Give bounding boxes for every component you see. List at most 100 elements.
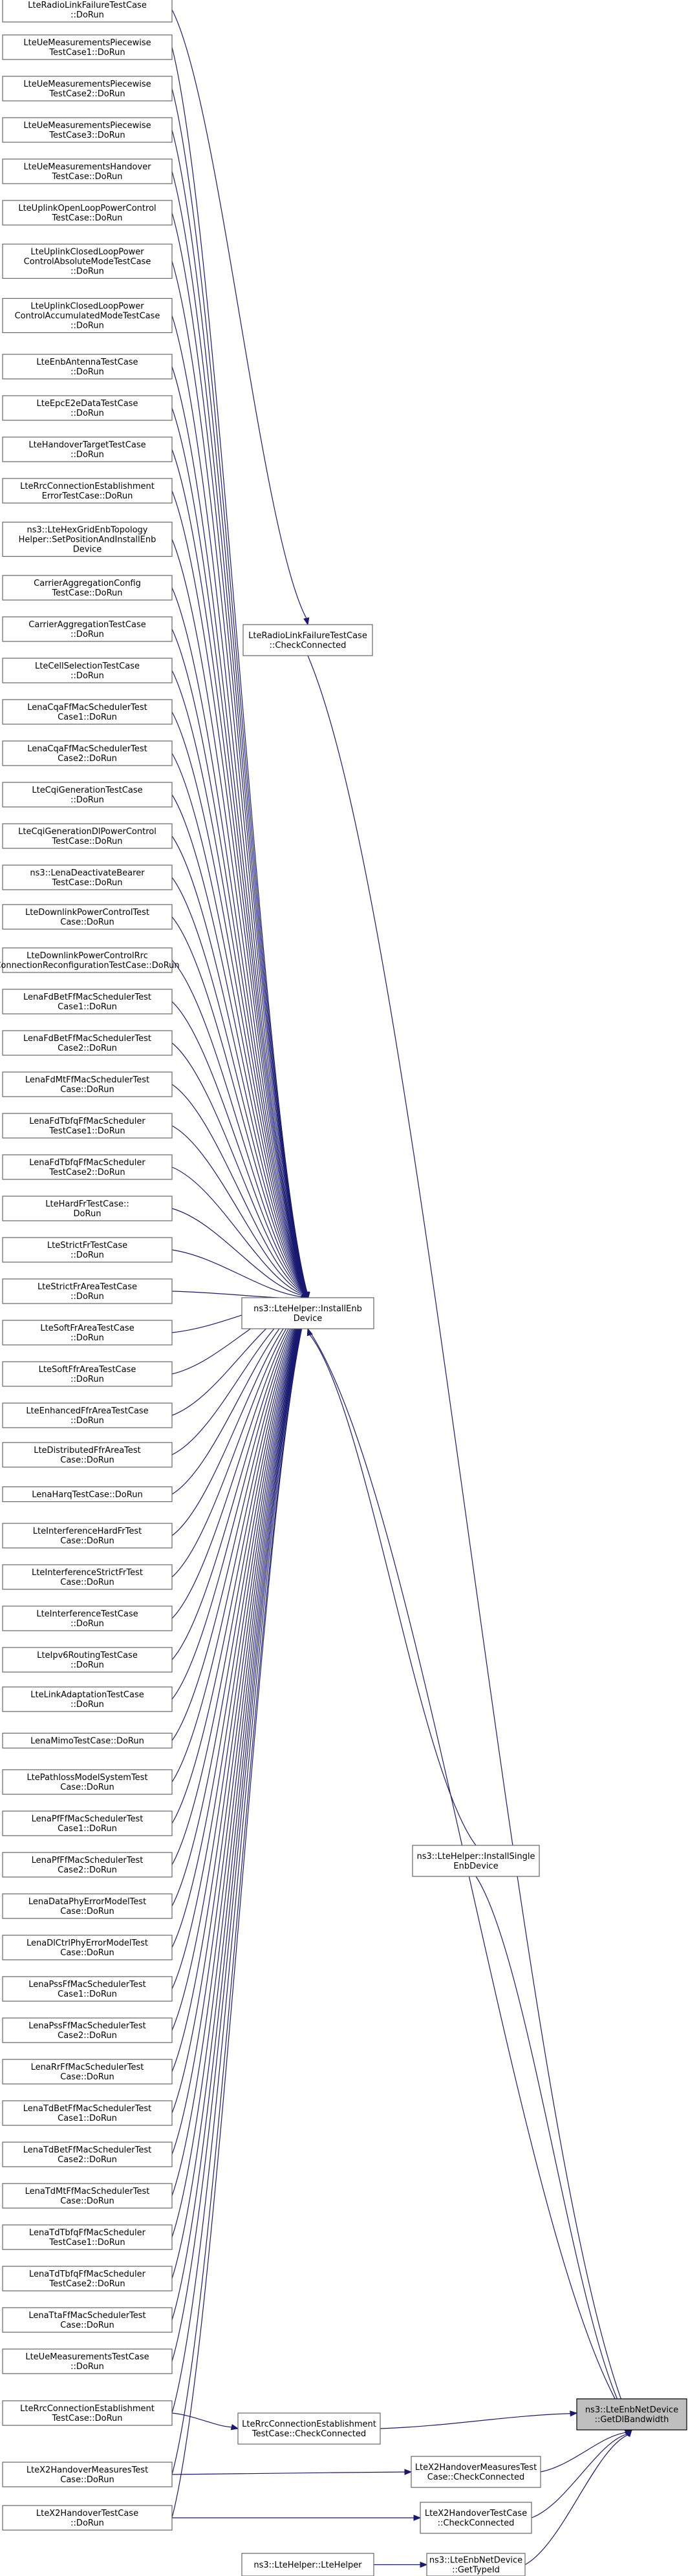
graph-node-ltecellselectiontestcase-dorun[interactable]: LteCellSelectionTestCase::DoRun — [2, 658, 173, 683]
graph-node-lteradiolinkfailuretestcase-dorun[interactable]: LteRadioLinkFailureTestCase::DoRun — [2, 0, 173, 23]
graph-node-ns3-lteenbnetdevice-gettypeid[interactable]: ns3::LteEnbNetDevice::GetTypeId — [426, 2553, 526, 2576]
graph-node-lteuplinkopenlooppowercontrol-testcase-dorun[interactable]: LteUplinkOpenLoopPowerControlTestCase::D… — [2, 200, 173, 226]
graph-node-lterrcconnectionestablishment-testcase-dorun[interactable]: LteRrcConnectionEstablishmentTestCase::D… — [2, 2400, 173, 2426]
graph-node-lterrcconnectionestablishment-testcase-checkconnected[interactable]: LteRrcConnectionEstablishmentTestCase::C… — [237, 2412, 381, 2445]
edge-line — [309, 1335, 477, 1846]
graph-node-ltestrictfrtestcase-dorun[interactable]: LteStrictFrTestCase::DoRun — [2, 1237, 173, 1263]
edge-line — [171, 628, 307, 1293]
node-box — [2, 1732, 173, 1749]
node-label-line: LenaDlCtrlPhyErrorModelTest — [27, 1938, 148, 1948]
graph-node-carrieraggregationtestcase-dorun[interactable]: CarrierAggregationTestCase::DoRun — [2, 616, 173, 642]
graph-node-ltehardfrtestcase-dorun[interactable]: LteHardFrTestCase::DoRun — [2, 1196, 173, 1221]
graph-node-lteenbantennatestcase-dorun[interactable]: LteEnbAntennaTestCase::DoRun — [2, 354, 173, 380]
edge-line — [171, 1305, 307, 1824]
arrowhead — [230, 2423, 239, 2431]
graph-node-ltelinkadaptationtestcase-dorun[interactable]: LteLinkAdaptationTestCase::DoRun — [2, 1686, 173, 1712]
node-label-line: LteUeMeasurementsPiecewise — [23, 80, 151, 89]
node-label-line: TestCase::DoRun — [51, 2414, 122, 2423]
edge-line — [171, 1249, 302, 1298]
node-label-line: LteStrictFrAreaTestCase — [38, 1282, 137, 1292]
graph-node-lteuemeasurementspiecewise-testcase1-dorun[interactable]: LteUeMeasurementsPiecewiseTestCase1::DoR… — [2, 34, 173, 60]
node-label-line: LteX2HandoverTestCase — [425, 2509, 527, 2518]
node-label-line: LteRrcConnectionEstablishment — [242, 2420, 376, 2429]
node-label-line: Case2::DoRun — [58, 1044, 117, 1053]
graph-node-lterrcconnectionestablishment-errortestcase-dorun[interactable]: LteRrcConnectionEstablishmentErrorTestCa… — [2, 478, 173, 504]
edge-c59-x2mCheck — [171, 2469, 413, 2475]
node-label-line: LenaFdBetFfMacSchedulerTest — [23, 993, 151, 1002]
node-box — [2, 2348, 173, 2374]
graph-node-ns3-ltehelper-ltehelper[interactable]: ns3::LteHelper::LteHelper — [241, 2553, 374, 2576]
graph-node-lteuemeasurementspiecewise-testcase2-dorun[interactable]: LteUeMeasurementsPiecewiseTestCase2::DoR… — [2, 76, 173, 102]
arrowhead — [625, 2429, 632, 2438]
graph-node-ns3-ltehexgridenbtopology-helper-setpositionandinstallenb-device[interactable]: ns3::LteHexGridEnbTopologyHelper::SetPos… — [2, 521, 173, 557]
graph-node-ltesoftffrareatestcase-dorun[interactable]: LteSoftFfrAreaTestCase::DoRun — [2, 1361, 173, 1387]
node-box — [2, 2462, 173, 2487]
edge-line — [171, 1305, 308, 2279]
edge-c05-installenb — [171, 171, 310, 1300]
graph-node-ltesoftfrareatestcase-dorun[interactable]: LteSoftFrAreaTestCase::DoRun — [2, 1320, 173, 1346]
graph-node-ltex2handovermeasurestest-case-checkconnected[interactable]: LteX2HandoverMeasuresTestCase::CheckConn… — [411, 2456, 541, 2488]
graph-node-ltehandovertargettestcase-dorun[interactable]: LteHandoverTargetTestCase::DoRun — [2, 436, 173, 462]
graph-node-lteuemeasurementstestcase-dorun[interactable]: LteUeMeasurementsTestCase::DoRun — [2, 2348, 173, 2374]
graph-node-lenaharqtestcase-dorun[interactable]: LenaHarqTestCase::DoRun — [2, 1486, 173, 1503]
node-label-line: LteSoftFrAreaTestCase — [40, 1324, 134, 1333]
node-label-line: LenaTdMtFfMacSchedulerTest — [25, 2187, 150, 2196]
graph-node-lteradiolinkfailuretestcase-checkconnected[interactable]: LteRadioLinkFailureTestCase::CheckConnec… — [242, 624, 373, 656]
node-label-line: TestCase1::DoRun — [48, 48, 125, 58]
graph-node-lteuplinkclosedlooppower-controlaccumulatedmodetestcase-dorun[interactable]: LteUplinkClosedLoopPowerControlAccumulat… — [2, 297, 173, 334]
graph-node-lteipv6routingtestcase-dorun[interactable]: LteIpv6RoutingTestCase::DoRun — [2, 1647, 173, 1673]
graph-node-lteepce2edatatestcase-dorun[interactable]: LteEpcE2eDataTestCase::DoRun — [2, 395, 173, 421]
edge-line — [171, 1305, 307, 1907]
graph-node-ltecqigenerationdlpowercontrol-testcase-dorun[interactable]: LteCqiGenerationDlPowerControlTestCase::… — [2, 823, 173, 849]
graph-node-ltecqigenerationtestcase-dorun[interactable]: LteCqiGenerationTestCase::DoRun — [2, 782, 173, 808]
graph-node-lenamimotestcase-dorun[interactable]: LenaMimoTestCase::DoRun — [2, 1732, 173, 1749]
graph-node-lteuemeasurementspiecewise-testcase3-dorun[interactable]: LteUeMeasurementsPiecewiseTestCase3::DoR… — [2, 117, 173, 143]
graph-node-ltestrictfrareatestcase-dorun[interactable]: LteStrictFrAreaTestCase::DoRun — [2, 1278, 173, 1304]
node-box — [2, 1769, 173, 1795]
node-box — [2, 2059, 173, 2085]
node-box — [2, 616, 173, 642]
node-label-line: ::DoRun — [70, 671, 104, 681]
graph-node-ltex2handovertestcase-checkconnected[interactable]: LteX2HandoverTestCase::CheckConnected — [420, 2502, 532, 2534]
graph-node-ltex2handovertestcase-dorun[interactable]: LteX2HandoverTestCase::DoRun — [2, 2505, 173, 2531]
graph-node-ltedownlinkpowercontrolrrc-connectionreconfigurationtestcase-dorun[interactable]: LteDownlinkPowerControlRrcConnectionReco… — [0, 947, 180, 973]
edge-line — [307, 655, 631, 2424]
node-label-line: ::DoRun — [70, 630, 104, 639]
graph-node-lteinterferencetestcase-dorun[interactable]: LteInterferenceTestCase::DoRun — [2, 1605, 173, 1631]
node-label-line: LteInterferenceTestCase — [36, 1609, 138, 1619]
graph-node-lteenhancedffrareatestcase-dorun[interactable]: LteEnhancedFfrAreaTestCase::DoRun — [2, 1402, 173, 1428]
graph-node-lteuplinkclosedlooppower-controlabsolutemodetestcase-dorun[interactable]: LteUplinkClosedLoopPowerControlAbsoluteM… — [2, 243, 173, 279]
edge-line — [171, 1001, 306, 1294]
